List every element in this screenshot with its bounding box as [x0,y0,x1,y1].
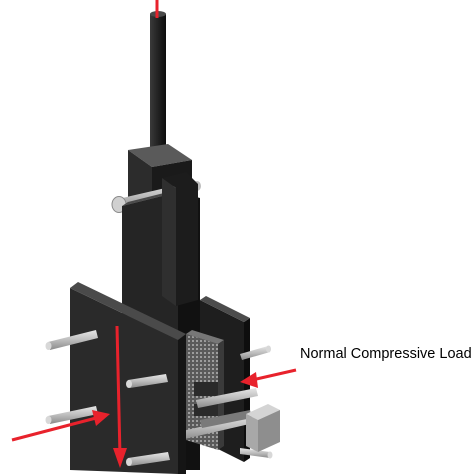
front-pins [45,330,170,466]
normal-compressive-load-label: Normal Compressive Load [300,346,472,362]
pin [45,406,98,424]
normal-load-arrow-right [240,368,297,388]
pin [126,452,170,466]
shear-load-arrow [113,325,127,468]
normal-load-arrow-left [11,410,110,442]
pin [126,374,168,388]
clevis-link [162,172,198,306]
loading-rod [150,11,166,162]
pin [45,330,98,350]
load-block [246,404,280,452]
pin [240,345,271,360]
pin [240,448,273,459]
load-rods [178,388,258,440]
back-pins [240,345,273,459]
